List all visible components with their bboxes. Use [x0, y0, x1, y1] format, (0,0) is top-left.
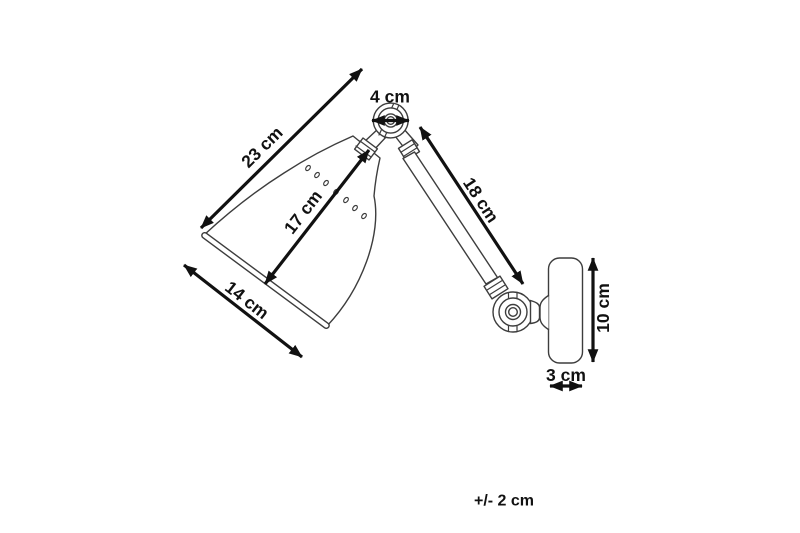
tolerance-note: +/- 2 cm [474, 493, 534, 510]
dimension-mount-height: 10 cm [587, 257, 613, 363]
arrow-23cm [199, 67, 364, 230]
wall-mount-plate [547, 257, 584, 364]
arrow-14cm [183, 263, 303, 359]
wall-plate-connector [529, 294, 550, 331]
label-3cm: 3 cm [546, 365, 586, 385]
arrow-17cm [263, 149, 371, 285]
dimension-joint-diameter: 4 cm [370, 87, 410, 126]
label-4cm: 4 cm [370, 87, 410, 107]
label-23cm: 23 cm [237, 122, 286, 171]
arrow-18cm [418, 126, 525, 285]
elbow-joint [492, 291, 534, 333]
label-10cm: 10 cm [593, 283, 613, 333]
dimension-mount-depth: 3 cm [546, 365, 586, 392]
